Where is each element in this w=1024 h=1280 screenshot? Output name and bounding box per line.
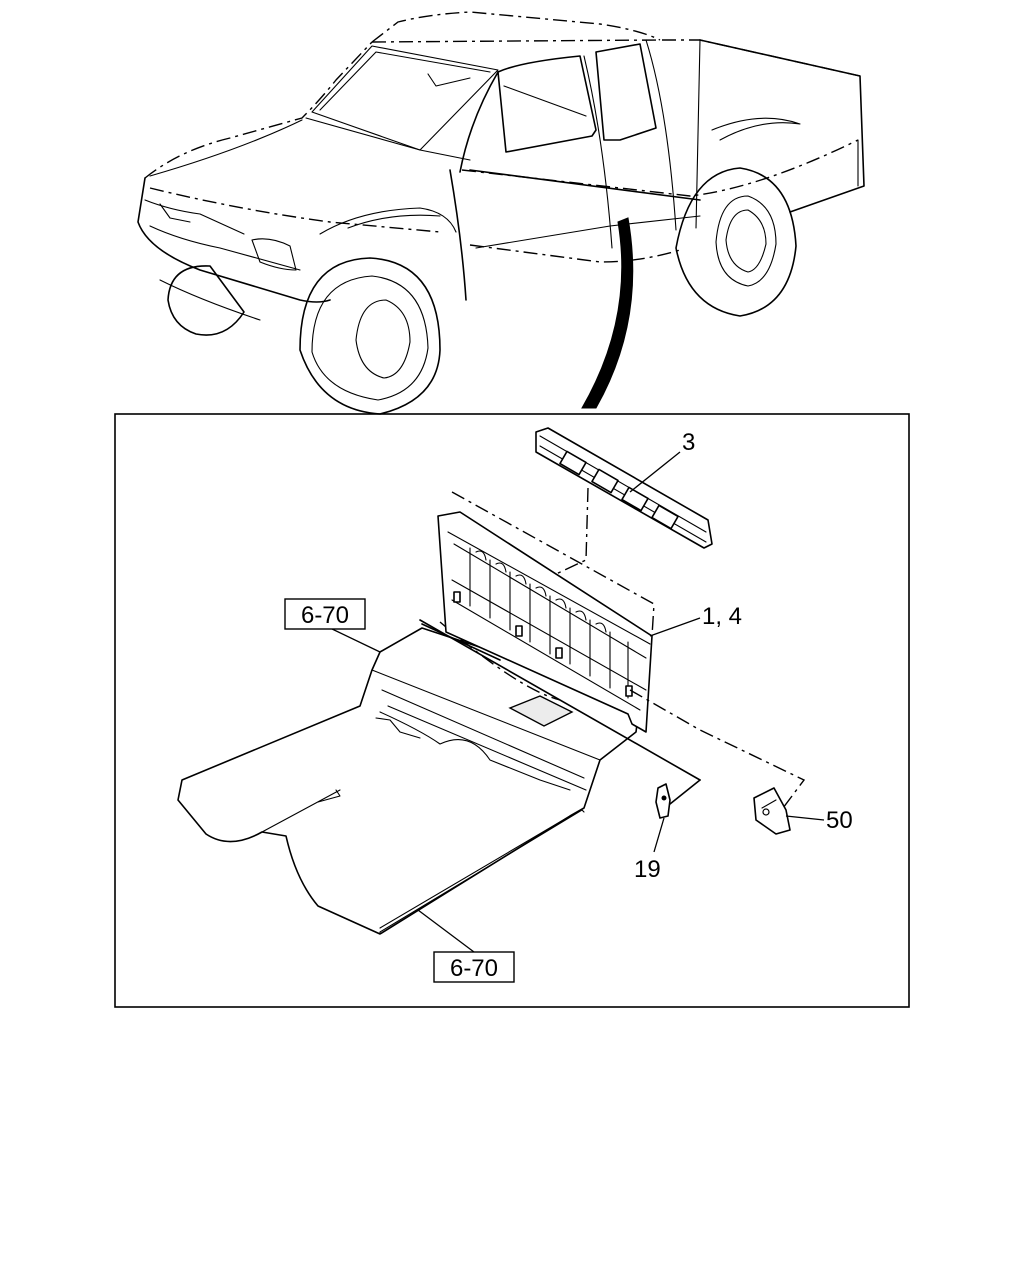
callout-part-19: 19 (634, 856, 661, 883)
bed-floor-panel (177, 621, 641, 935)
leader-part-1-4 (649, 617, 701, 637)
ref-box-upper[interactable]: 6-70 (284, 598, 366, 630)
cab-rear-panel (437, 491, 655, 733)
leader-lower-ref (417, 909, 475, 953)
part-19-clip (655, 783, 671, 819)
leader-part-3 (629, 451, 681, 493)
callout-part-50: 50 (826, 807, 853, 834)
callout-part-1-4: 1, 4 (702, 603, 742, 630)
leader-part-50 (785, 815, 825, 821)
leader-part-19 (653, 817, 665, 853)
part-3-bracket (535, 427, 713, 549)
callout-part-3: 3 (682, 429, 695, 456)
leader-upper-ref (329, 627, 381, 653)
ref-label-lower: 6-70 (450, 955, 498, 982)
detail-frame (114, 413, 910, 1008)
part-50-bracket (753, 787, 791, 835)
zoom-arrow (581, 217, 634, 409)
truck-illustration (137, 11, 865, 415)
ref-box-lower[interactable]: 6-70 (433, 951, 515, 983)
ref-label-upper: 6-70 (301, 602, 349, 629)
